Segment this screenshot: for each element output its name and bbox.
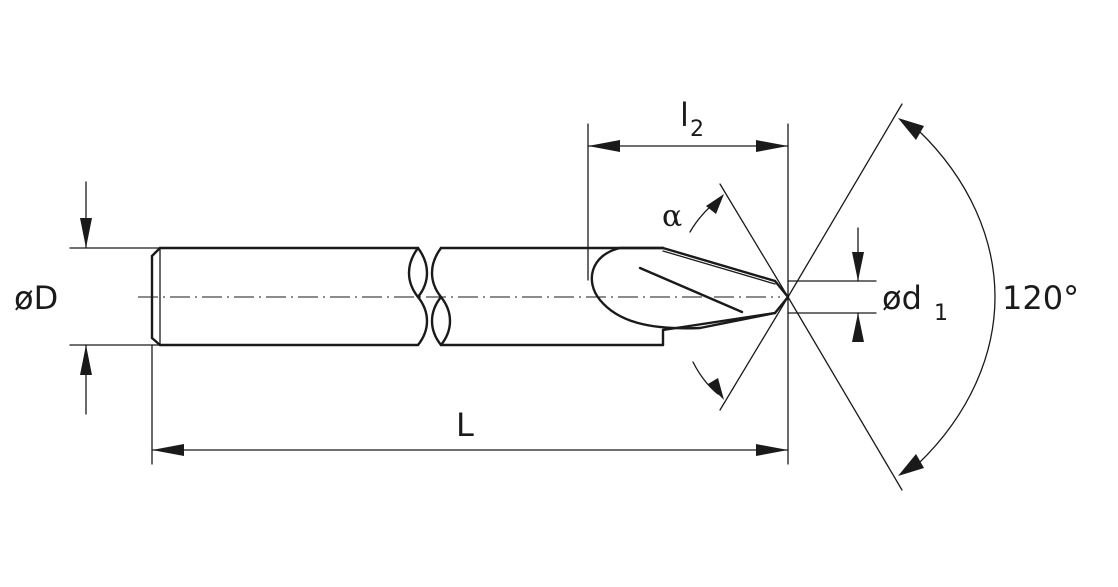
point-angle-label: 120° (1002, 279, 1079, 317)
break-symbol (407, 246, 452, 347)
tip-diameter-subscript: 1 (934, 301, 948, 326)
overall-length-label: L (456, 406, 474, 444)
tip-diameter-label: ød (882, 279, 922, 317)
tip-diameter-dimension: ød 1 (787, 227, 948, 342)
shank-diameter-dimension: øD (14, 181, 161, 415)
shank (150, 246, 420, 347)
alpha-label: α (662, 199, 682, 234)
alpha-angle-dimension: α (662, 183, 789, 411)
flute-length-dimension: l 2 (587, 96, 789, 281)
overall-length-dimension: L (151, 123, 789, 465)
shank-diameter-label: øD (14, 279, 58, 317)
flute-length-label: l (680, 96, 689, 134)
flute-length-subscript: 2 (690, 117, 704, 142)
point-angle-dimension: 120° (787, 103, 1079, 491)
